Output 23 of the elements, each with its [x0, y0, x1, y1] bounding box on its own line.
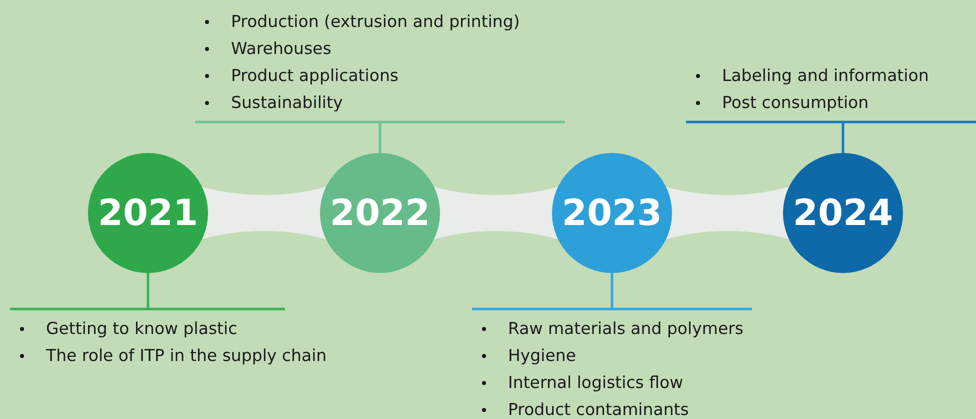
leader-line	[8, 272, 286, 310]
year-circle: 2024	[783, 153, 903, 273]
list-item: Getting to know plastic	[46, 318, 238, 340]
leader-line	[470, 272, 754, 310]
year-circle: 2021	[88, 153, 208, 273]
year-circle: 2022	[320, 153, 440, 273]
list-item: Product applications	[231, 65, 399, 87]
list-item: The role of ITP in the supply chain	[46, 345, 327, 367]
list-item: Warehouses	[231, 38, 332, 60]
list-item: Labeling and information	[722, 65, 929, 87]
list-item: Internal logistics flow	[508, 372, 684, 394]
leader-line	[684, 120, 976, 154]
list-item: Hygiene	[508, 345, 576, 367]
list-item: Production (extrusion and printing)	[231, 11, 520, 33]
list-item: Post consumption	[722, 92, 869, 114]
connector-band	[666, 187, 789, 239]
list-item: Sustainability	[231, 92, 343, 114]
list-item: Raw materials and polymers	[508, 318, 744, 340]
connector-band	[202, 187, 326, 239]
leader-line	[194, 120, 566, 154]
year-circle: 2023	[552, 153, 672, 273]
list-item: Product contaminants	[508, 399, 689, 419]
connector-band	[434, 187, 558, 239]
